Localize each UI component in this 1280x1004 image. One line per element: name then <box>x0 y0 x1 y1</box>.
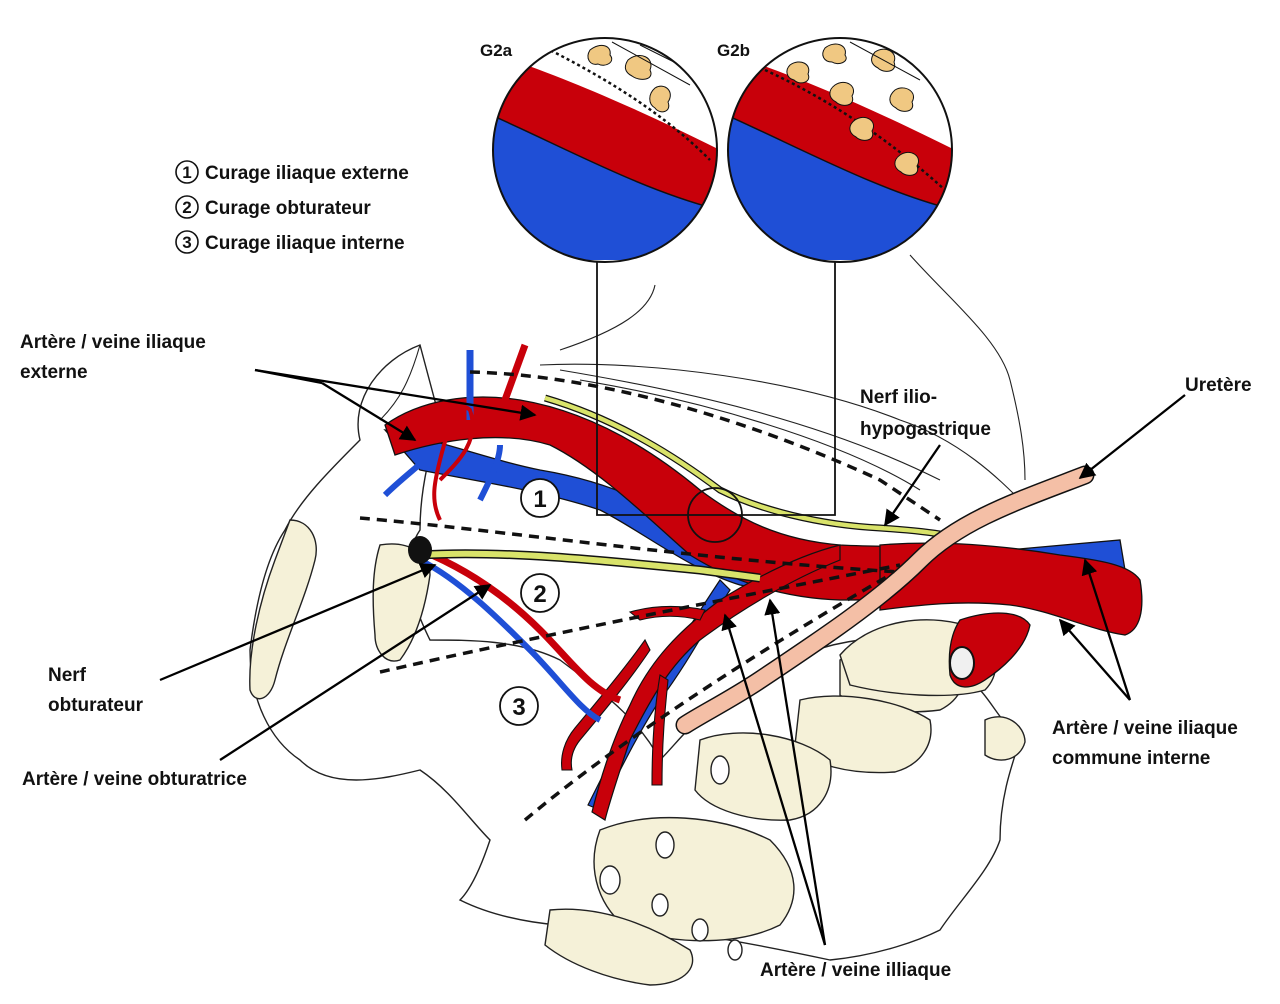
legend-text: Curage iliaque interne <box>205 233 405 254</box>
legend-item-2: 2 Curage obturateur <box>175 195 371 219</box>
obturator-foramen <box>408 536 432 564</box>
dissection-boundaries <box>359 370 941 822</box>
obturator-artery <box>418 546 622 704</box>
label-iliohypogastric: Nerf ilio- <box>860 387 937 408</box>
vessel-lumen <box>949 646 975 680</box>
coccyx <box>544 908 694 986</box>
legend-item-1: 1 Curage iliaque externe <box>175 160 409 184</box>
label-obturator-nerve-2: obturateur <box>48 695 144 716</box>
vertebra-3 <box>694 732 832 821</box>
legend-number: 1 <box>182 163 191 182</box>
inset-g2b-title: G2b <box>717 41 750 60</box>
legend-item-3: 3 Curage iliaque interne <box>175 230 405 254</box>
zone-markers: 1 2 3 <box>499 478 560 726</box>
labels: Artère / veine iliaque externe Nerf obtu… <box>20 332 1252 981</box>
inset-g2b <box>727 37 953 263</box>
common-iliac-artery <box>879 542 1143 636</box>
ischium <box>984 716 1026 761</box>
zone-2: 2 <box>520 573 560 613</box>
label-external-iliac-2: externe <box>20 362 88 383</box>
label-common-iliac-2: commune interne <box>1052 748 1210 769</box>
label-ureter: Uretère <box>1185 375 1252 396</box>
label-iliohypogastric-2: hypogastrique <box>860 419 991 440</box>
zone-1: 1 <box>520 478 560 518</box>
legend-text: Curage iliaque externe <box>205 163 409 184</box>
legend: 1 Curage iliaque externe 2 Curage obtura… <box>175 160 409 254</box>
sacrum <box>593 816 795 942</box>
label-iliac-vessels: Artère / veine illiaque <box>760 960 951 981</box>
zone-number: 2 <box>533 581 546 608</box>
legend-number: 2 <box>182 198 191 217</box>
inset-g2a-title: G2a <box>480 41 513 60</box>
zone-3: 3 <box>499 686 539 726</box>
inset-focus-circle <box>687 487 743 543</box>
sacral-foramina <box>599 755 743 961</box>
pointer-arrows <box>159 368 1186 946</box>
zone-number: 1 <box>533 486 546 513</box>
label-external-iliac: Artère / veine iliaque <box>20 332 206 353</box>
iliac-crest <box>249 519 317 700</box>
soft-tissue-outlines <box>379 254 1026 501</box>
legend-number: 3 <box>182 233 191 252</box>
zone-number: 3 <box>512 694 525 721</box>
label-obturator-vessels: Artère / veine obturatrice <box>22 769 247 790</box>
label-common-iliac: Artère / veine iliaque <box>1052 718 1238 739</box>
legend-text: Curage obturateur <box>205 198 371 219</box>
label-obturator-nerve: Nerf <box>48 665 87 686</box>
inset-connectors <box>596 262 836 543</box>
internal-iliac-branch-3 <box>628 605 706 621</box>
internal-iliac-branch-2 <box>651 674 669 786</box>
obturator-vein <box>418 557 602 723</box>
internal-iliac-branch-1 <box>561 638 651 771</box>
inset-g2a <box>492 37 718 263</box>
